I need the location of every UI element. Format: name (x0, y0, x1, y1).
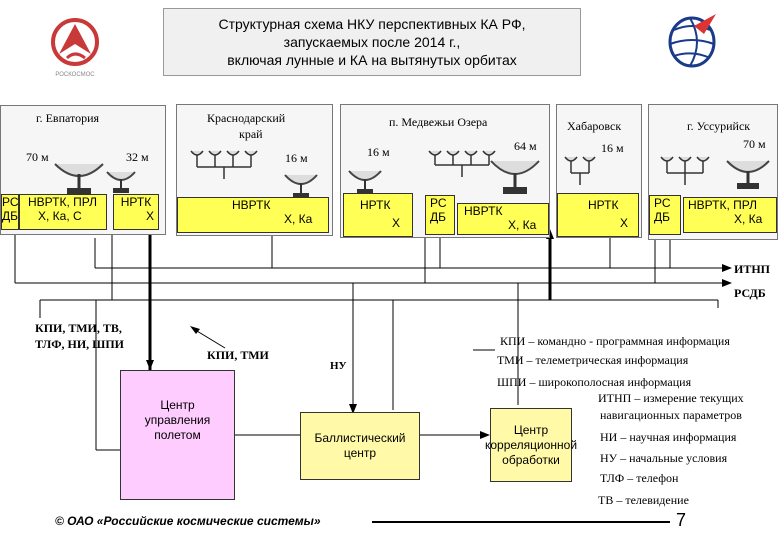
station-name: г. Уссурийск (687, 119, 751, 133)
antenna-size-label: 16 м (285, 151, 308, 165)
antenna-array-icon (190, 150, 258, 179)
legend-item: ТВ – телевидение (598, 493, 689, 507)
legend-item: навигационных параметров (600, 408, 742, 422)
link-label-left: КПИ, ТМИ, ТВ, ТЛФ, НИ, ШПИ (35, 320, 124, 352)
legend-item: ТМИ – телеметрическая информация (497, 353, 689, 367)
globe-icon (668, 14, 716, 68)
nrtk-box: НРТК Х (343, 193, 413, 237)
link-label-nu: НУ (330, 360, 347, 372)
station-krasnodar: Краснодарский край 16 м НВРТК Х, Ка (176, 104, 333, 236)
link-label-mid: КПИ, ТМИ (207, 348, 269, 362)
box-line: РС (2, 195, 19, 209)
antenna-size-label: 16 м (367, 145, 390, 159)
station-name: г. Евпатория (36, 111, 100, 125)
page-number: 7 (676, 510, 687, 530)
ballistic-center: Баллистический центр (300, 412, 420, 480)
dish-antenna-icon (106, 171, 136, 193)
center-label-line: корреляционной (484, 437, 578, 452)
nrtk-box: НРТК Х (113, 194, 159, 230)
center-label-line: обработки (502, 452, 560, 467)
rs-db-box: РС ДБ (1, 194, 19, 230)
roscosmos-logo-icon (51, 18, 99, 66)
nvrtk-box: НВРТК Х, Ка (457, 203, 549, 235)
center-label-line: Центр (160, 397, 195, 412)
dish-antenna-icon (348, 170, 382, 194)
antenna-size-label: 70 м (26, 150, 49, 164)
box-line: НРТК (120, 195, 152, 209)
legend-item: ШПИ – широкополосная информация (497, 375, 692, 389)
box-line: Х (145, 209, 154, 223)
box-line: Х (392, 216, 401, 230)
title-line-1: Структурная схема НКУ перспективных КА Р… (218, 16, 526, 32)
link-label-line: ТЛФ, НИ, ШПИ (35, 337, 125, 351)
box-line: РС (654, 196, 671, 210)
link-label-line: КПИ, ТМИ, ТВ, (35, 321, 122, 335)
legend-item: КПИ – командно - программная информация (500, 334, 730, 348)
rks-logo (664, 12, 724, 70)
legend-item: ИТНП – измерение текущих (598, 391, 744, 405)
center-label-line: центр (343, 446, 377, 460)
antenna-array-icon (660, 156, 710, 185)
box-line: НВРТК, ПРЛ (688, 198, 757, 212)
legend-item: НУ – начальные условия (600, 451, 728, 465)
center-label-line: полетом (154, 427, 201, 442)
station-khabarovsk: Хабаровск 16 м НРТК Х (556, 104, 642, 238)
rs-db-box: РС ДБ (425, 195, 455, 235)
center-label-line: управления (144, 412, 211, 427)
nvrtk-prl-box: НВРТК, ПРЛ Х, Ка (683, 197, 777, 233)
title-box: Структурная схема НКУ перспективных КА Р… (163, 8, 581, 76)
box-line: ДБ (654, 210, 671, 224)
antenna-size-label: 70 м (743, 137, 766, 151)
box-line: Х, Ка, С (38, 209, 82, 223)
logo-caption: РОСКОСМОС (55, 72, 95, 78)
antenna-size-label: 16 м (601, 141, 624, 155)
title-line-2: запускаемых после 2014 г., (283, 34, 461, 50)
rs-db-box: РС ДБ (649, 195, 681, 235)
box-line: НРТК (588, 198, 619, 212)
dish-antenna-icon (726, 160, 770, 189)
center-label-line: Центр (513, 422, 549, 437)
dish-antenna-icon (284, 174, 318, 198)
mission-control-center: Центр управления полетом (120, 370, 235, 500)
nvrtk-box: НВРТК Х, Ка (177, 197, 329, 233)
box-line: Х, Ка (284, 212, 313, 226)
antenna-size-label: 64 м (514, 139, 537, 153)
box-line: НВРТК (232, 198, 271, 212)
antenna-array-icon (428, 150, 496, 177)
nrtk-box: НРТК Х (557, 193, 639, 237)
station-evpatoria: г. Евпатория 70 м 32 м РС ДБ НВРТК, ПРЛ … (0, 105, 166, 235)
rsdb-label: РСДБ (734, 286, 766, 300)
itnp-label: ИТНП (734, 262, 771, 276)
antenna-size-label: 32 м (126, 150, 149, 164)
station-ussuriysk: г. Уссурийск 70 м РС ДБ НВРТК, ПРЛ Х, Ка (648, 104, 778, 240)
nvrtk-prl-box: НВРТК, ПРЛ Х, Ка, С (19, 194, 107, 230)
box-line: Х, Ка (508, 218, 537, 232)
correlation-center: Центр корреляционной обработки (485, 408, 577, 482)
center-label-line: Баллистический (314, 431, 406, 445)
station-medvezhi-ozera: п. Медвежьи Озера 16 м 64 м НРТК Х РС ДБ… (340, 104, 550, 238)
station-name: Краснодарский (207, 111, 286, 125)
footer-company: © ОАО «Российские космические системы» (55, 514, 321, 528)
roscosmos-logo: РОСКОСМОС (45, 14, 105, 80)
box-line: НВРТК, ПРЛ (28, 195, 97, 209)
title-line-3: включая лунные и КА на вытянутых орбитах (227, 52, 517, 68)
dish-antenna-icon (54, 163, 104, 196)
box-line: ДБ (430, 210, 447, 224)
box-line: Х (620, 216, 629, 230)
box-line: Х, Ка (734, 212, 763, 226)
antenna-array-icon (564, 156, 596, 185)
station-name: п. Медвежьи Озера (389, 115, 488, 129)
station-name: Хабаровск (567, 119, 622, 133)
legend-item: ТЛФ – телефон (600, 471, 679, 485)
box-line: НВРТК (464, 204, 503, 218)
station-name: край (239, 127, 263, 141)
box-line: ДБ (2, 209, 19, 223)
box-line: РС (430, 196, 447, 210)
legend-item: НИ – научная информация (600, 430, 737, 444)
box-line: НРТК (360, 198, 391, 212)
dish-antenna-icon (490, 160, 540, 194)
